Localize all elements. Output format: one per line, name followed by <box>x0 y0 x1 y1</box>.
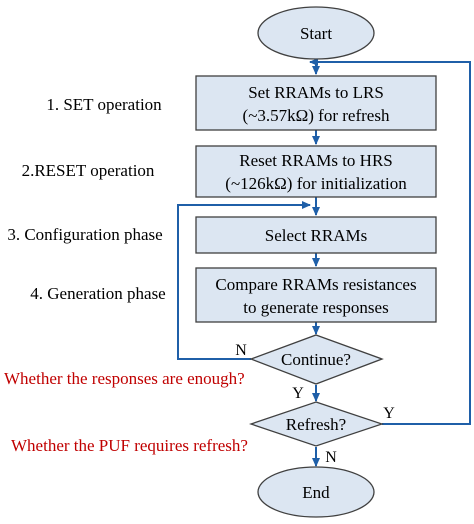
reset-rrams-box <box>195 145 437 198</box>
reset-rrams-line2: (~126kΩ) for initialization <box>225 174 407 193</box>
phase-label-reset: 2.RESET operation <box>22 161 155 180</box>
reset-rrams-line1: Reset RRAMs to HRS <box>239 151 393 170</box>
phase-label-generation: 4. Generation phase <box>30 284 165 303</box>
select-rrams-box <box>195 216 437 254</box>
end-node <box>257 466 375 518</box>
arrow-continue-no-loop <box>177 201 311 360</box>
refresh-label: Refresh? <box>286 415 346 434</box>
start-node <box>257 6 375 60</box>
end-label: End <box>302 483 330 502</box>
continue-question-note: Whether the responses are enough? <box>4 369 245 388</box>
continue-no-label: N <box>235 342 247 359</box>
refresh-yes-label: Y <box>383 405 395 422</box>
refresh-no-label: N <box>325 449 337 466</box>
set-rrams-line2: (~3.57kΩ) for refresh <box>243 106 390 125</box>
start-label: Start <box>300 24 332 43</box>
phase-label-set: 1. SET operation <box>46 95 162 114</box>
continue-decision <box>249 334 384 385</box>
set-rrams-box <box>195 75 437 131</box>
select-rrams-label: Select RRAMs <box>265 226 367 245</box>
compare-rrams-box <box>195 267 437 323</box>
continue-label: Continue? <box>281 350 351 369</box>
compare-rrams-line2: to generate responses <box>243 298 388 317</box>
compare-rrams-line1: Compare RRAMs resistances <box>215 275 416 294</box>
arrow-refresh-yes-loop <box>309 58 471 425</box>
phase-label-config: 3. Configuration phase <box>7 225 162 244</box>
continue-yes-label: Y <box>292 385 304 402</box>
refresh-question-note: Whether the PUF requires refresh? <box>11 436 248 455</box>
set-rrams-line1: Set RRAMs to LRS <box>248 83 384 102</box>
refresh-decision <box>248 401 385 447</box>
